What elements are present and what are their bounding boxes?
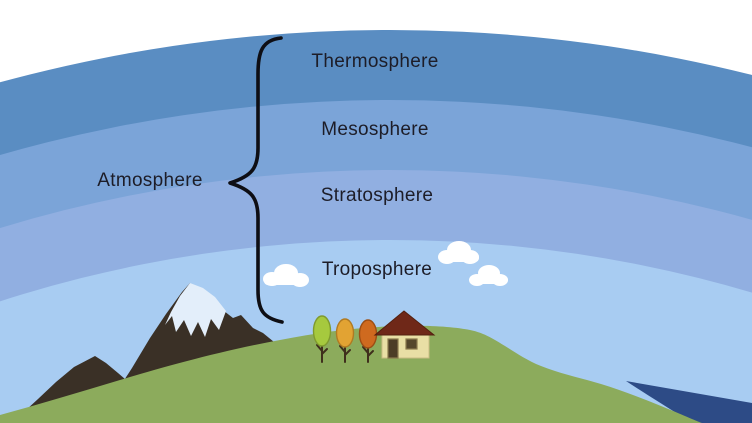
- thermosphere-label: Thermosphere: [311, 51, 439, 72]
- stratosphere-label: Stratosphere: [320, 185, 434, 206]
- orange-tree-foliage: [358, 319, 378, 349]
- curly-brace: [228, 36, 284, 324]
- house-roof: [373, 310, 436, 336]
- troposphere-label: Troposphere: [321, 259, 433, 280]
- cloud-upper-right: [438, 241, 479, 264]
- house-window: [405, 338, 418, 350]
- tree-group: [312, 315, 378, 363]
- mesosphere-label: Mesosphere: [321, 119, 429, 140]
- cloud-left: [263, 264, 309, 287]
- ocean-water: [626, 381, 752, 423]
- house: [373, 310, 436, 359]
- green-hill: [0, 325, 702, 423]
- green-tree-foliage: [312, 315, 332, 347]
- cloud-lower-right: [469, 265, 508, 286]
- snow-cap: [165, 283, 226, 337]
- house-door: [387, 338, 399, 359]
- amber-tree-foliage: [335, 318, 355, 348]
- atmosphere-label: Atmosphere: [97, 170, 203, 191]
